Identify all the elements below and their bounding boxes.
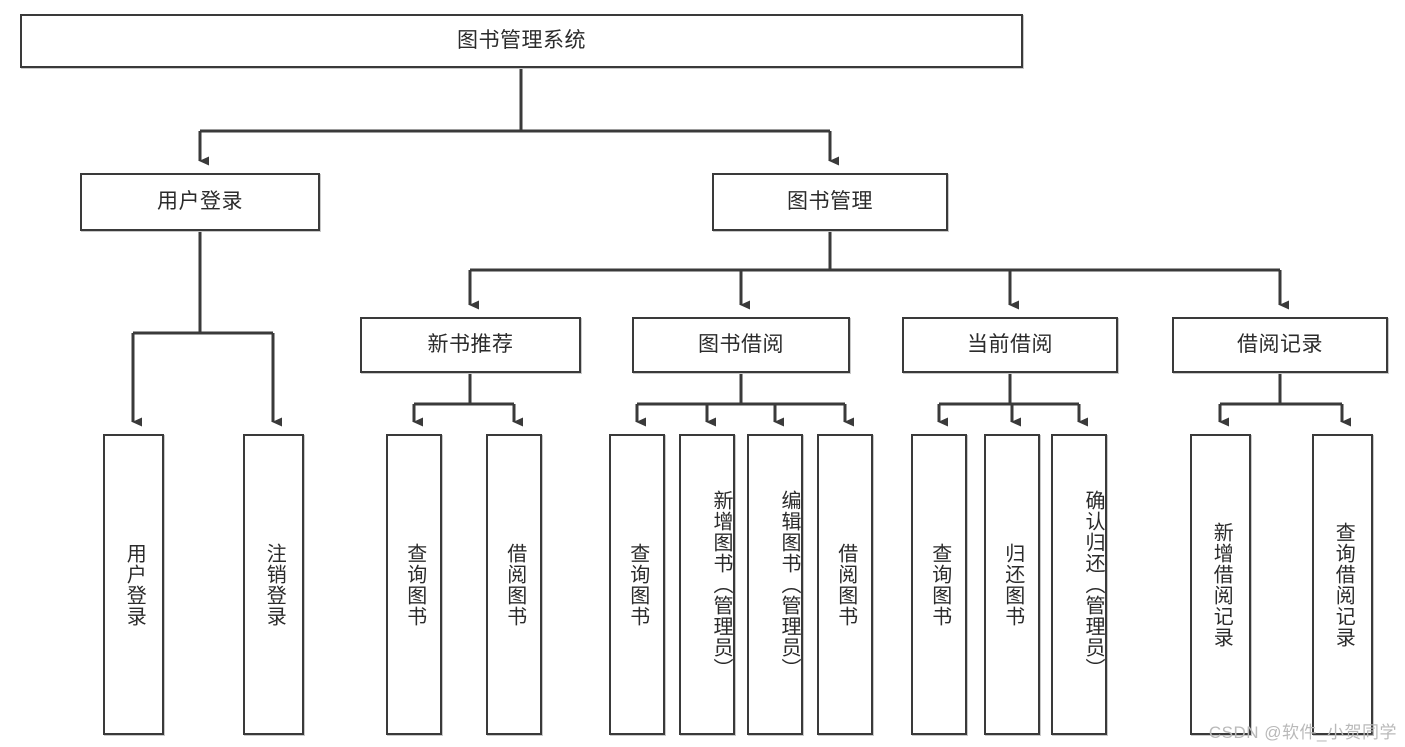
node-new-book-recommend[interactable]: 新书推荐 (360, 317, 581, 373)
leaf-query-book-borrow[interactable]: 查询图书 (609, 434, 665, 735)
leaf-query-borrow-record[interactable]: 查询借阅记录 (1312, 434, 1373, 735)
node-user-login[interactable]: 用户登录 (80, 173, 320, 231)
leaf-user-login[interactable]: 用户登录 (103, 434, 164, 735)
leaf-return-book[interactable]: 归还图书 (984, 434, 1040, 735)
node-current-borrow[interactable]: 当前借阅 (902, 317, 1118, 373)
leaf-query-book-recommend[interactable]: 查询图书 (386, 434, 442, 735)
leaf-borrow-book-recommend[interactable]: 借阅图书 (486, 434, 542, 735)
leaf-query-book-current[interactable]: 查询图书 (911, 434, 967, 735)
leaf-logout-login[interactable]: 注销登录 (243, 434, 304, 735)
csdn-watermark: CSDN @软件_小贺同学 (1208, 723, 1397, 742)
node-root[interactable]: 图书管理系统 (20, 14, 1023, 68)
leaf-confirm-return-admin[interactable]: 确认归还（管理员） (1051, 434, 1107, 735)
leaf-edit-book-admin[interactable]: 编辑图书（管理员） (747, 434, 803, 735)
node-book-borrow[interactable]: 图书借阅 (632, 317, 850, 373)
leaf-add-borrow-record[interactable]: 新增借阅记录 (1190, 434, 1251, 735)
leaf-add-book-admin[interactable]: 新增图书（管理员） (679, 434, 735, 735)
node-borrow-record[interactable]: 借阅记录 (1172, 317, 1388, 373)
node-book-manage[interactable]: 图书管理 (712, 173, 948, 231)
leaf-borrow-book[interactable]: 借阅图书 (817, 434, 873, 735)
